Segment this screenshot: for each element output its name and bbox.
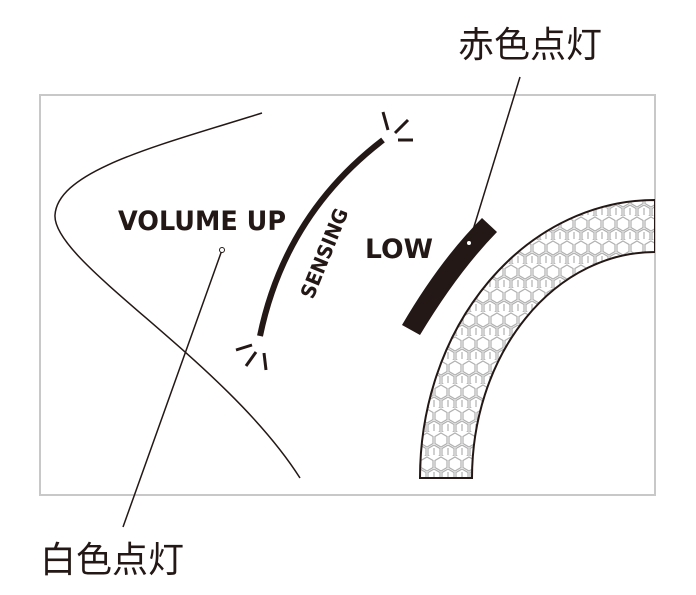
- sensing-top-ticks: [381, 111, 413, 142]
- red-leader-dot: [466, 240, 472, 246]
- low-label: LOW: [365, 234, 433, 265]
- white-leader-line: [122, 249, 223, 528]
- sensing-bottom-ticks: [235, 343, 268, 371]
- volume-up-label: VOLUME UP: [118, 206, 286, 237]
- red-on-label: 赤色点灯: [458, 25, 602, 66]
- body-outline: [54, 112, 301, 479]
- speaker-ring: [418, 198, 655, 479]
- sensing-arc: [257, 137, 385, 337]
- white-on-label: 白色点灯: [40, 540, 184, 581]
- frame: [39, 94, 656, 496]
- red-leader-line: [468, 76, 521, 244]
- white-leader-dot: [219, 247, 225, 253]
- low-indicator-bar: [402, 218, 497, 335]
